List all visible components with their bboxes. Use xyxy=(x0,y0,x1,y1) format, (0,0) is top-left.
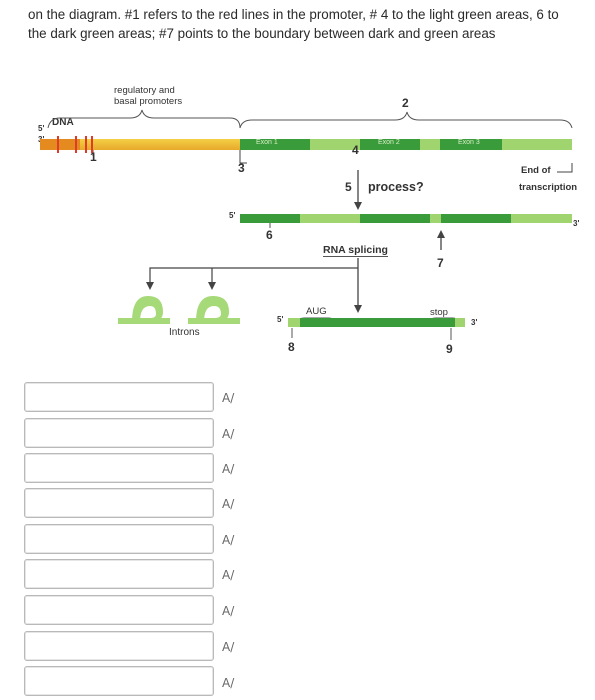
gene-bracket xyxy=(239,111,573,129)
mrna-5-prime: 5' xyxy=(277,315,284,324)
rna-5-prime: 5' xyxy=(229,211,236,220)
exon-1-label: Exon 1 xyxy=(256,139,278,146)
label-2: 2 xyxy=(402,96,409,110)
stop-label: stop xyxy=(430,307,448,318)
promoter-mark xyxy=(57,136,59,153)
intron-loops xyxy=(118,296,240,324)
label-5: 5 xyxy=(345,180,352,194)
promoter-region xyxy=(40,139,240,150)
regulatory-bracket xyxy=(47,109,241,129)
exon-2-block xyxy=(360,139,420,150)
dna-label: DNA xyxy=(52,117,74,128)
spellcheck-icon[interactable]: A/ xyxy=(222,533,235,547)
label-3: 3 xyxy=(238,161,245,175)
answer-input-3[interactable] xyxy=(24,453,214,483)
answer-input-4[interactable] xyxy=(24,488,214,518)
exon-3-block xyxy=(440,139,502,150)
pre-mrna-exon-3 xyxy=(441,214,511,223)
promoter-mark xyxy=(91,136,93,153)
spellcheck-icon[interactable]: A/ xyxy=(222,676,235,690)
label-8: 8 xyxy=(288,340,295,354)
promoter-upstream xyxy=(40,139,80,150)
process-question: process? xyxy=(368,180,424,194)
mature-mrna xyxy=(288,318,465,327)
regulatory-label-line1: regulatory and xyxy=(114,85,175,96)
pre-mrna-exon-1 xyxy=(240,214,300,223)
answer-input-8[interactable] xyxy=(24,631,214,661)
answer-input-5[interactable] xyxy=(24,524,214,554)
promoter-mark xyxy=(75,136,77,153)
mrna-3-prime: 3' xyxy=(471,318,478,327)
mrna-5-utr xyxy=(288,318,300,327)
label-7: 7 xyxy=(437,256,444,270)
question-text: on the diagram. #1 refers to the red lin… xyxy=(28,7,559,41)
rna-3-prime: 3' xyxy=(573,219,580,228)
mrna-3-utr xyxy=(455,318,465,327)
end-arrow xyxy=(557,163,573,173)
spellcheck-icon[interactable]: A/ xyxy=(222,427,235,441)
rna-splicing-label: RNA splicing xyxy=(323,244,388,257)
spellcheck-icon[interactable]: A/ xyxy=(222,640,235,654)
spellcheck-icon[interactable]: A/ xyxy=(222,462,235,476)
pointer-7-head xyxy=(437,230,445,238)
intron-arrowhead-1 xyxy=(146,282,154,290)
exon-3-label: Exon 3 xyxy=(458,139,480,146)
transcription-label: transcription xyxy=(519,182,578,193)
spellcheck-icon[interactable]: A/ xyxy=(222,568,235,582)
intron-arrowhead-2 xyxy=(208,282,216,290)
tss-arrow xyxy=(239,150,247,164)
pre-mrna-exon-2 xyxy=(360,214,430,223)
answer-input-2[interactable] xyxy=(24,418,214,448)
label-9: 9 xyxy=(446,342,453,356)
label-1: 1 xyxy=(90,150,97,164)
regulatory-label-line2: basal promoters xyxy=(114,96,183,107)
intron-branch xyxy=(149,267,358,285)
answer-input-6[interactable] xyxy=(24,559,214,589)
process-arrowhead xyxy=(354,202,362,210)
promoter-mark xyxy=(85,136,87,153)
spellcheck-icon[interactable]: A/ xyxy=(222,391,235,405)
end-of-label: End of xyxy=(521,165,551,176)
introns-label: Introns xyxy=(169,327,200,338)
label-4: 4 xyxy=(352,143,359,157)
splicing-arrowhead xyxy=(354,305,362,313)
diagram-lines xyxy=(47,109,573,340)
answer-input-1[interactable] xyxy=(24,382,214,412)
aug-label: AUG xyxy=(306,306,327,317)
spellcheck-icon[interactable]: A/ xyxy=(222,497,235,511)
spellcheck-icon[interactable]: A/ xyxy=(222,604,235,618)
answer-input-9[interactable] xyxy=(24,666,214,696)
dna-5-prime: 5' xyxy=(38,124,45,133)
answer-input-7[interactable] xyxy=(24,595,214,625)
exon-2-label: Exon 2 xyxy=(378,139,400,146)
exon-1-block xyxy=(240,139,310,150)
label-6: 6 xyxy=(266,228,273,242)
